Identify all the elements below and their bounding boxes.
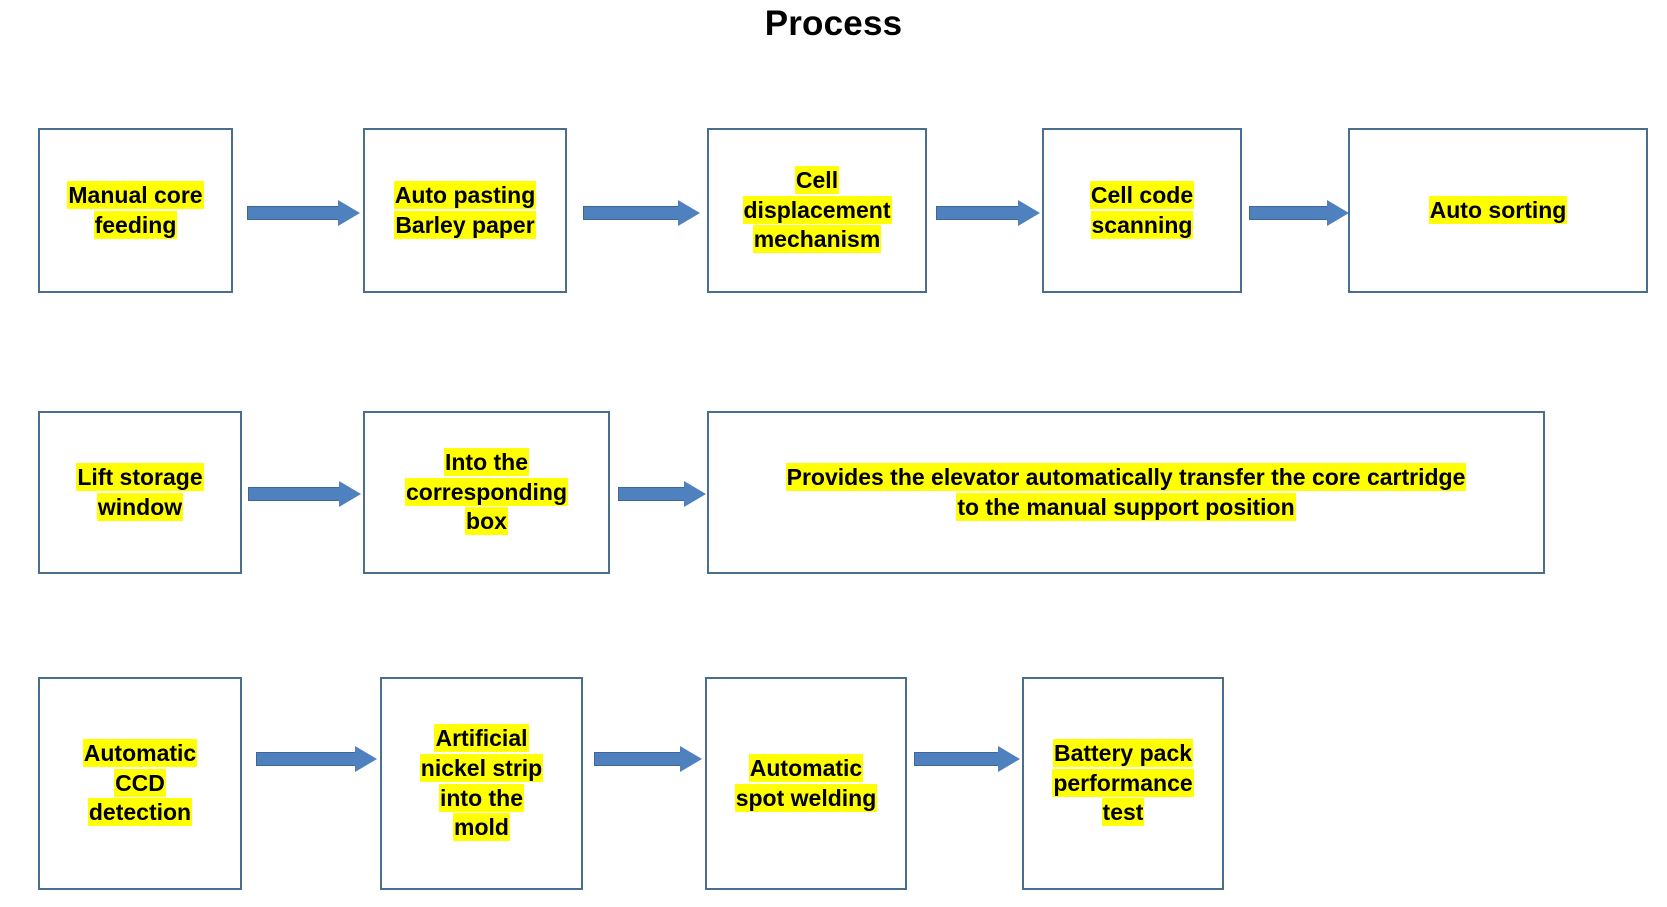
process-node-auto-sorting[interactable]: Auto sorting [1348, 128, 1648, 293]
process-node-label: Lift storage window [76, 462, 204, 523]
node-line-2: to the manual support position [956, 492, 1296, 521]
process-node-label: Battery pack performance test [1052, 738, 1194, 829]
process-node-manual-core-feeding[interactable]: Manual core feeding [38, 128, 233, 293]
arrow-shaft [936, 206, 1019, 220]
process-node-lift-storage-window[interactable]: Lift storage window [38, 411, 242, 574]
arrow-head [355, 746, 377, 772]
arrow-shaft [583, 206, 679, 220]
node-line-2: scanning [1090, 210, 1194, 239]
node-line-3: test [1101, 798, 1145, 827]
arrow-shaft [247, 206, 339, 220]
node-line-2: spot welding [734, 783, 878, 812]
node-line-1: Provides the elevator automatically tran… [785, 462, 1467, 491]
process-node-cell-displacement-mechanism[interactable]: Cell displacement mechanism [707, 128, 927, 293]
node-line-1: Battery pack [1052, 738, 1194, 767]
node-line-3: box [465, 507, 508, 536]
process-node-label: Cell displacement mechanism [742, 165, 892, 256]
arrow-head [684, 481, 706, 507]
node-line-2: Barley paper [394, 210, 536, 239]
node-line-3: detection [87, 798, 193, 827]
process-node-artificial-nickel-strip[interactable]: Artificial nickel strip into the mold [380, 677, 583, 890]
arrow-shaft [256, 752, 356, 766]
process-node-label: Automatic CCD detection [82, 738, 198, 829]
node-line-1: Automatic [82, 738, 198, 767]
arrow-head [338, 200, 360, 226]
node-line-2: displacement [742, 195, 892, 224]
process-node-label: Provides the elevator automatically tran… [785, 462, 1467, 523]
node-line-2: performance [1052, 768, 1194, 797]
node-line-3: into the [438, 783, 525, 812]
node-line-2: CCD [114, 768, 166, 797]
node-line-2: feeding [93, 210, 178, 239]
process-node-label: Manual core feeding [67, 180, 204, 241]
process-node-automatic-spot-welding[interactable]: Automatic spot welding [705, 677, 907, 890]
process-node-elevator-transfer[interactable]: Provides the elevator automatically tran… [707, 411, 1545, 574]
arrow-shaft [1249, 206, 1328, 220]
node-line-1: Cell code [1089, 180, 1195, 209]
page-title: Process [764, 4, 903, 43]
node-line-2: corresponding [404, 477, 568, 506]
process-node-label: Into the corresponding box [404, 447, 568, 538]
process-node-automatic-ccd-detection[interactable]: Automatic CCD detection [38, 677, 242, 890]
node-line-2: nickel strip [419, 753, 544, 782]
node-line-2: window [96, 492, 184, 521]
node-line-1: Auto pasting [393, 180, 537, 209]
arrow-head [678, 200, 700, 226]
arrow-head [1018, 200, 1040, 226]
process-node-auto-pasting-barley-paper[interactable]: Auto pasting Barley paper [363, 128, 567, 293]
node-line-1: Into the [443, 447, 530, 476]
process-node-battery-pack-performance-test[interactable]: Battery pack performance test [1022, 677, 1224, 890]
arrow-shaft [914, 752, 999, 766]
process-node-label: Cell code scanning [1089, 180, 1195, 241]
node-line-1: Cell [794, 165, 840, 194]
node-line-1: Auto sorting [1428, 195, 1568, 224]
arrow-head [339, 481, 361, 507]
process-node-label: Auto pasting Barley paper [393, 180, 537, 241]
node-line-1: Automatic [748, 753, 864, 782]
arrow-head [680, 746, 702, 772]
arrow-shaft [594, 752, 681, 766]
node-line-4: mold [453, 813, 510, 842]
arrow-head [1327, 200, 1349, 226]
arrow-head [998, 746, 1020, 772]
arrow-shaft [618, 487, 685, 501]
node-line-1: Manual core [67, 180, 204, 209]
process-node-label: Artificial nickel strip into the mold [419, 723, 544, 844]
node-line-3: mechanism [752, 225, 882, 254]
process-node-label: Auto sorting [1428, 195, 1568, 226]
process-node-into-corresponding-box[interactable]: Into the corresponding box [363, 411, 610, 574]
process-node-label: Automatic spot welding [734, 753, 878, 814]
node-line-1: Artificial [434, 723, 529, 752]
node-line-1: Lift storage [76, 462, 204, 491]
arrow-shaft [248, 487, 340, 501]
process-node-cell-code-scanning[interactable]: Cell code scanning [1042, 128, 1242, 293]
